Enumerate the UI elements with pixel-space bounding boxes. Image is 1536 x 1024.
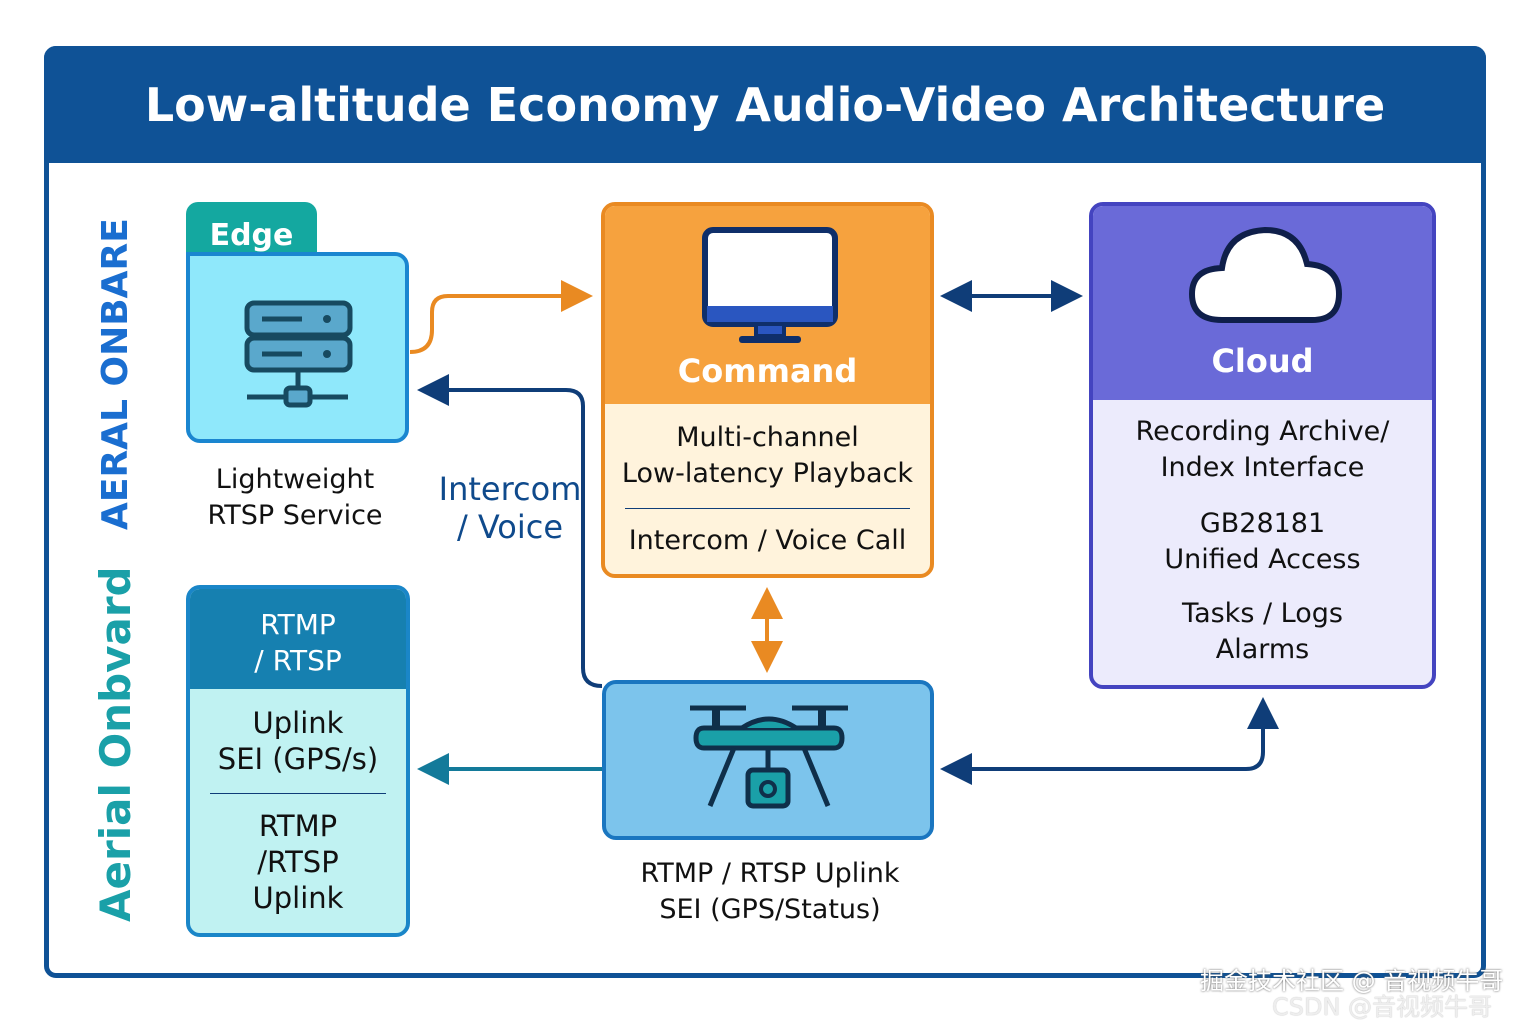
cloud-line: Recording Archive/: [1135, 416, 1390, 447]
drone-caption-line: SEI (GPS/Status): [659, 894, 881, 925]
command-body: Multi-channel Low-latency Playback Inter…: [605, 420, 930, 559]
arrow-intercom-to-edge: [417, 374, 603, 688]
cloud-title: Cloud: [1211, 342, 1314, 380]
onboard-body: Uplink SEI (GPS/s) RTMP /RTSP Uplink: [190, 705, 406, 916]
cloud-line: Unified Access: [1164, 544, 1361, 575]
server-icon: [244, 300, 353, 408]
edge-caption-line: Lightweight: [215, 464, 375, 495]
drone-icon: [690, 705, 848, 809]
onboard-line: Uplink: [252, 881, 344, 915]
command-box: Command Multi-channel Low-latency Playba…: [601, 202, 934, 578]
onboard-header-line: / RTSP: [254, 644, 342, 677]
command-header: Command: [605, 206, 930, 404]
watermark-line: CSDN @音视频牛哥: [1272, 993, 1493, 1021]
edge-caption-line: RTSP Service: [207, 500, 383, 531]
divider: [625, 508, 910, 509]
cloud-box: Cloud Recording Archive/ Index Interface…: [1089, 202, 1436, 689]
intercom-voice-label: Intercom / Voice: [430, 470, 590, 546]
onboard-line: SEI (GPS/s): [217, 742, 379, 776]
drone-caption-line: RTMP / RTSP Uplink: [640, 858, 900, 889]
watermark-line: 掘金技术社区 @ 音视频牛哥: [1200, 967, 1504, 995]
command-line: Multi-channel: [676, 422, 859, 453]
onboard-line: RTMP: [258, 809, 338, 843]
onboard-line: /RTSP: [257, 845, 339, 879]
onboard-box: RTMP / RTSP Uplink SEI (GPS/s) RTMP /RTS…: [186, 585, 410, 937]
intercom-label-line: / Voice: [456, 508, 564, 546]
cloud-header: Cloud: [1093, 206, 1432, 400]
edge-caption: Lightweight RTSP Service: [170, 462, 420, 534]
monitor-icon: [702, 227, 838, 343]
cloud-line: GB28181: [1199, 508, 1326, 539]
command-line: Low-latency Playback: [621, 458, 914, 489]
divider: [210, 793, 386, 794]
arrow-drone-cloud: [940, 697, 1279, 785]
cloud-line: Alarms: [1215, 634, 1310, 665]
drone-box: [602, 680, 934, 840]
page-title: Low-altitude Economy Audio-Video Archite…: [44, 46, 1486, 163]
cloud-line: Index Interface: [1160, 452, 1365, 483]
cloud-line: Tasks / Logs: [1182, 598, 1343, 629]
onboard-header-line: RTMP: [260, 608, 336, 641]
command-title: Command: [677, 352, 858, 390]
onboard-header: RTMP / RTSP: [190, 589, 406, 689]
command-line: Intercom / Voice Call: [628, 525, 907, 556]
cloud-body: Recording Archive/ Index Interface GB281…: [1093, 414, 1432, 668]
onboard-line: Uplink: [252, 706, 344, 740]
watermark: 掘金技术社区 @ 音视频牛哥 CSDN @音视频牛哥: [1200, 968, 1536, 1020]
edge-tab-label: Edge: [209, 218, 294, 253]
intercom-label-line: Intercom: [438, 470, 582, 508]
arrow-edge-to-command: [409, 280, 593, 354]
cloud-icon: [1188, 226, 1343, 323]
drone-caption: RTMP / RTSP Uplink SEI (GPS/Status): [590, 856, 950, 928]
